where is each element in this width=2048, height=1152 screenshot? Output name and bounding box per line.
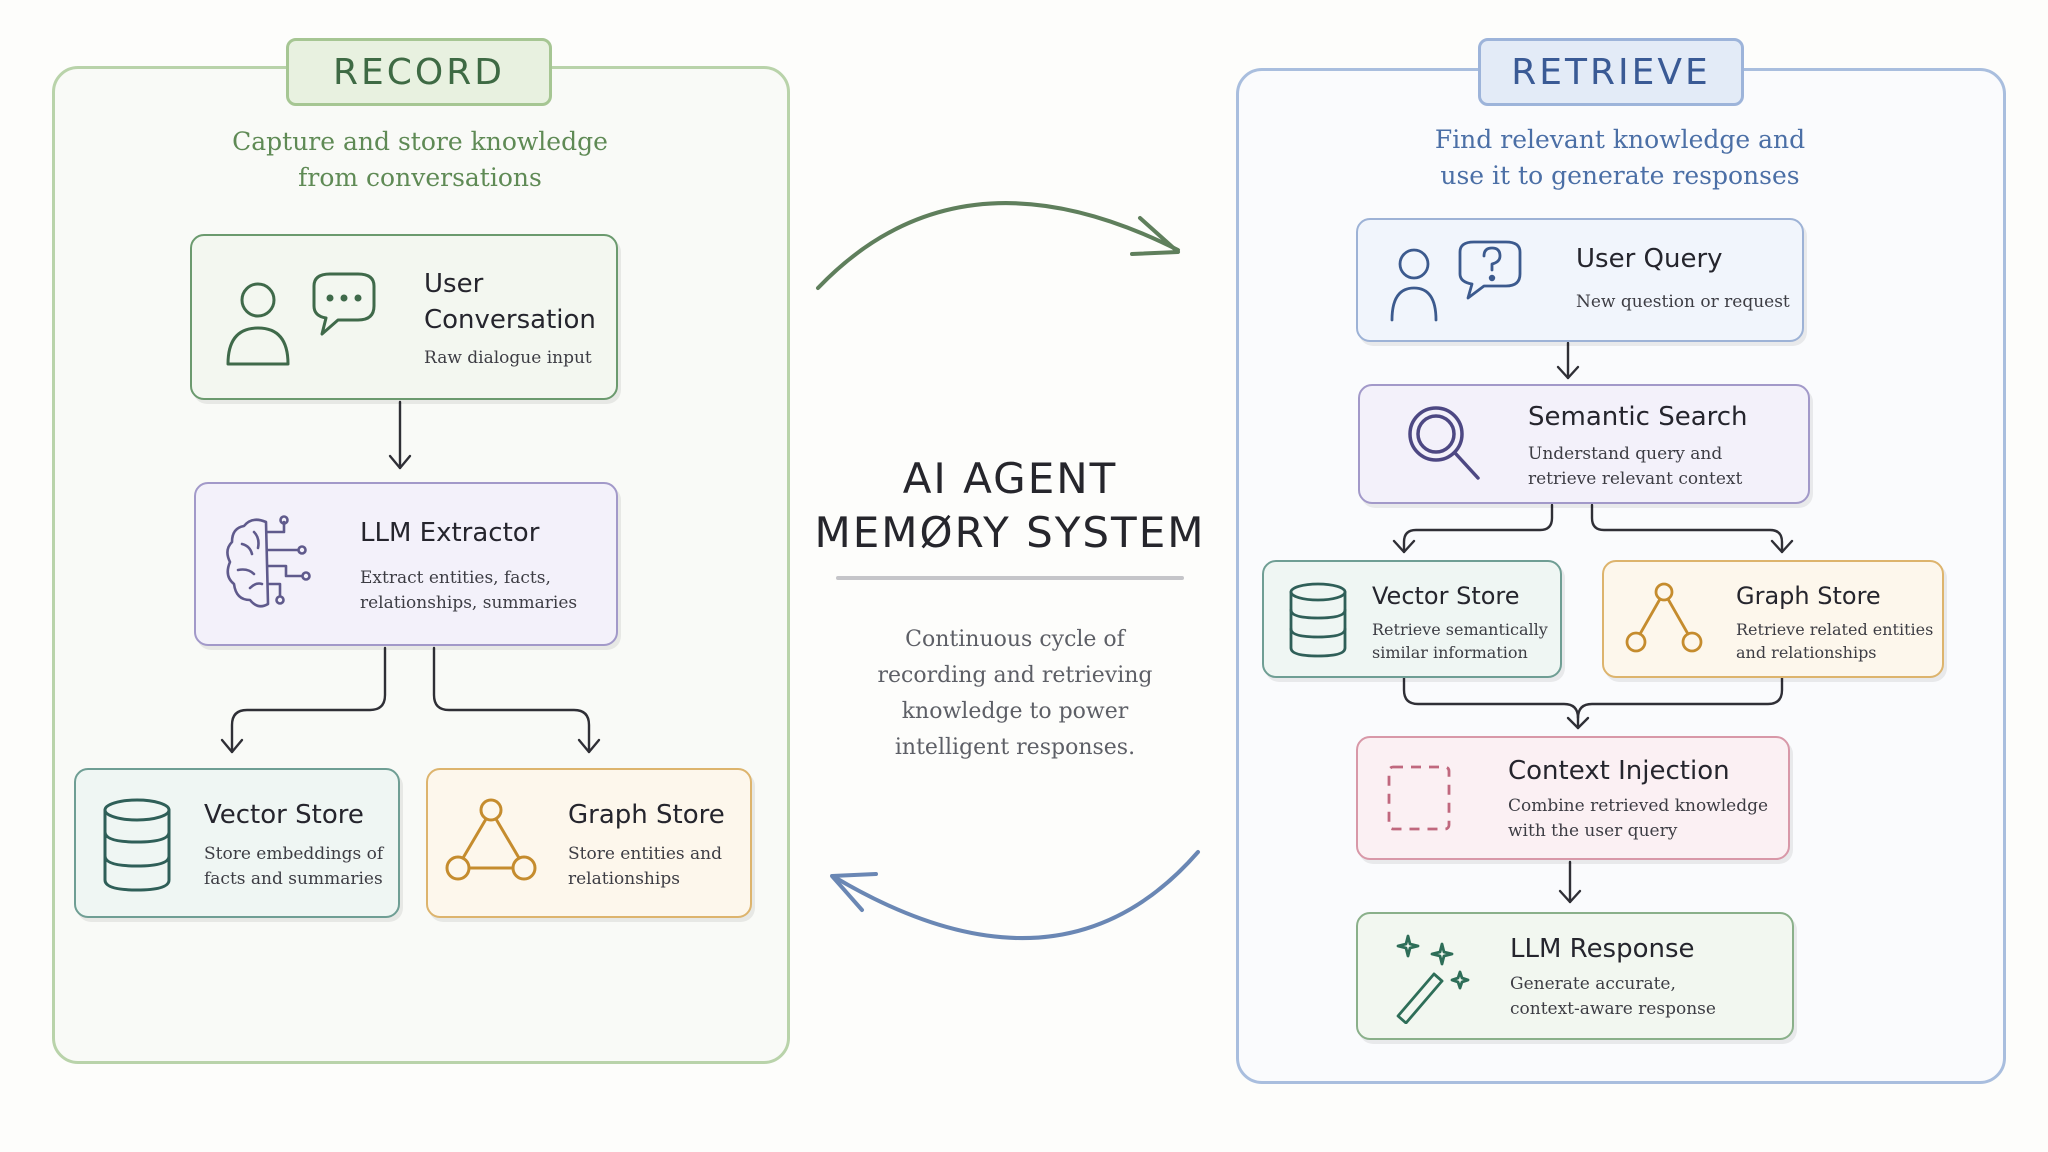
center-description: Continuous cycle of recording and retrie…	[877, 627, 1153, 760]
card-llm-extractor: LLM Extractor Extract entities, facts, r…	[194, 482, 618, 646]
llm-extractor-desc: Extract entities, facts, relationships, …	[360, 568, 578, 613]
user-conversation-title: User Conversation	[424, 269, 596, 335]
card-retrieve-graph-store: Graph Store Retrieve related entities an…	[1602, 560, 1944, 678]
record-graph-store-desc: Store entities and relationships	[568, 844, 723, 889]
brain-circuit-icon	[226, 515, 311, 608]
user-query-desc: New question or request	[1576, 292, 1790, 312]
cycle-arrow-record-to-retrieve	[816, 201, 1180, 290]
center-title: AI AGENT MEMØRY SYSTEM	[814, 454, 1206, 557]
user-chat-icon	[226, 272, 376, 366]
card-llm-response: LLM Response Generate accurate, context-…	[1356, 912, 1794, 1040]
retrieve-graph-store-title: Graph Store	[1736, 582, 1881, 610]
record-subtitle: Capture and store knowledge from convers…	[232, 127, 608, 192]
retrieve-subtitle: Find relevant knowledge and use it to ge…	[1434, 125, 1806, 190]
arrow-search-to-vector	[1402, 503, 1554, 554]
retrieve-header: RETRIEVE	[1478, 38, 1744, 106]
arrow-search-to-graph	[1590, 503, 1784, 554]
arrow-extractor-to-vector	[230, 646, 387, 754]
user-question-icon	[1390, 240, 1522, 322]
retrieve-vector-store-desc: Retrieve semantically similar informatio…	[1372, 620, 1548, 662]
search-icon	[1408, 406, 1480, 480]
llm-response-desc: Generate accurate, context-aware respons…	[1510, 974, 1716, 1019]
card-record-vector-store: Vector Store Store embeddings of facts a…	[74, 768, 400, 918]
card-record-graph-store: Graph Store Store entities and relations…	[426, 768, 752, 918]
card-semantic-search: Semantic Search Understand query and ret…	[1358, 384, 1810, 504]
cycle-arrow-retrieve-to-record	[834, 850, 1200, 940]
center-divider	[836, 576, 1184, 580]
retrieve-vector-store-title: Vector Store	[1372, 582, 1520, 610]
graph-icon	[1625, 582, 1703, 653]
user-conversation-desc: Raw dialogue input	[424, 348, 592, 368]
card-context-injection: Context Injection Combine retrieved know…	[1356, 736, 1790, 860]
record-header: RECORD	[286, 38, 552, 106]
card-user-conversation: User Conversation Raw dialogue input	[190, 234, 618, 400]
semantic-search-desc: Understand query and retrieve relevant c…	[1528, 444, 1743, 489]
llm-extractor-title: LLM Extractor	[360, 518, 540, 548]
record-vector-store-title: Vector Store	[204, 800, 364, 830]
record-vector-store-desc: Store embeddings of facts and summaries	[204, 844, 384, 889]
arrow-extractor-to-graph	[432, 646, 591, 754]
magic-wand-icon	[1396, 934, 1470, 1024]
context-injection-desc: Combine retrieved knowledge with the use…	[1508, 796, 1769, 841]
record-graph-store-title: Graph Store	[568, 800, 725, 830]
card-user-query: User Query New question or request	[1356, 218, 1804, 342]
llm-response-title: LLM Response	[1510, 934, 1695, 964]
arrow-stores-to-context	[1402, 676, 1580, 730]
card-retrieve-vector-store: Vector Store Retrieve semantically simil…	[1262, 560, 1562, 678]
database-icon	[103, 798, 171, 892]
dashed-box-icon	[1387, 765, 1451, 831]
user-query-title: User Query	[1576, 244, 1723, 274]
context-injection-title: Context Injection	[1508, 756, 1730, 786]
semantic-search-title: Semantic Search	[1528, 402, 1748, 432]
graph-icon	[445, 798, 537, 881]
retrieve-graph-store-desc: Retrieve related entities and relationsh…	[1736, 620, 1934, 662]
database-icon	[1289, 582, 1347, 658]
